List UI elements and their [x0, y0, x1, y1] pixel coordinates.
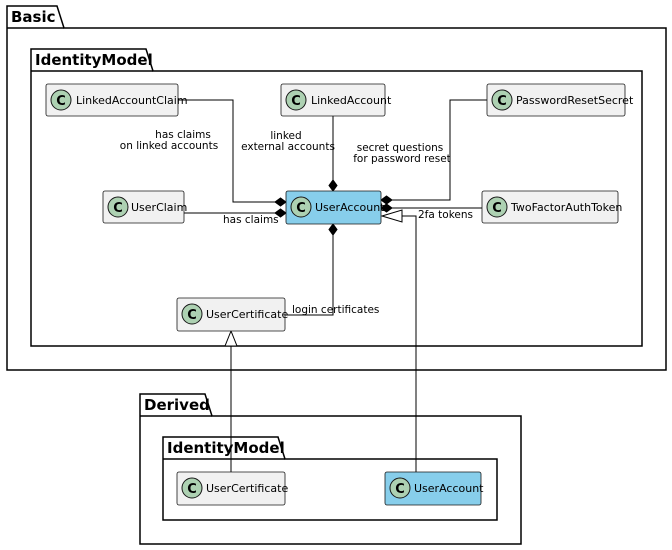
package-derived-identitymodel-title: IdentityModel [167, 439, 285, 457]
triangle-useraccount [380, 209, 403, 223]
label-secret-questions-line1: secret questions [357, 142, 444, 154]
class-twofactorauthtoken[interactable]: C TwoFactorAuthToken [481, 190, 622, 224]
class-name: PasswordResetSecret [516, 94, 634, 107]
label-has-claims-linked-line1: has claims [155, 129, 211, 141]
class-useraccount[interactable]: C UserAccount [285, 190, 385, 225]
class-marker-letter: C [291, 94, 301, 109]
class-marker-icon [181, 477, 203, 499]
class-name: UserCertificate [206, 308, 288, 321]
class-marker-icon [50, 89, 72, 111]
class-marker-letter: C [395, 482, 405, 497]
class-userclaim[interactable]: C UserClaim [102, 190, 187, 224]
class-marker-letter: C [113, 201, 123, 216]
label-login-certificates: login certificates [292, 304, 379, 316]
class-marker-letter: C [296, 201, 306, 216]
package-basic-identitymodel-title: IdentityModel [35, 51, 153, 69]
class-name: TwoFactorAuthToken [510, 201, 622, 214]
class-marker-letter: C [187, 308, 197, 323]
class-marker-icon [285, 89, 307, 111]
package-basic-title: Basic [11, 8, 56, 26]
class-name: UserAccount [315, 201, 385, 214]
class-marker-letter: C [187, 482, 197, 497]
class-name: UserClaim [131, 201, 187, 214]
class-name: UserAccount [414, 482, 484, 495]
label-linked-external-line2: external accounts [241, 141, 335, 153]
edge-linkedaccountclaim-useraccount [178, 99, 275, 203]
class-name: UserCertificate [206, 482, 288, 495]
triangle-usercertificate [224, 329, 238, 347]
label-secret-questions-line2: for password reset [353, 153, 451, 165]
edge-labels: has claims on linked accounts linked ext… [120, 129, 473, 316]
inheritance-triangles [224, 209, 403, 347]
label-has-claims: has claims [223, 214, 279, 226]
class-marker-icon [486, 196, 508, 218]
class-marker-icon [290, 196, 312, 218]
class-marker-letter: C [497, 94, 507, 109]
class-passwordresetsecret[interactable]: C PasswordResetSecret [486, 83, 634, 117]
class-derived-usercertificate[interactable]: C UserCertificate [176, 471, 288, 506]
diamond-passwordresetsecret [380, 195, 393, 205]
class-linkedaccount[interactable]: C LinkedAccount [280, 83, 392, 117]
diamond-linkedaccount [328, 179, 338, 192]
diamond-usercertificate [328, 223, 338, 236]
class-name: LinkedAccount [311, 94, 392, 107]
class-marker-icon [107, 196, 129, 218]
package-derived-title: Derived [144, 396, 210, 414]
label-linked-external-line1: linked [270, 130, 301, 142]
class-marker-icon [491, 89, 513, 111]
label-2fa-tokens: 2fa tokens [418, 209, 473, 221]
class-usercertificate[interactable]: C UserCertificate [176, 297, 288, 332]
connectors [178, 99, 487, 472]
class-derived-useraccount[interactable]: C UserAccount [384, 471, 484, 506]
class-marker-icon [389, 477, 411, 499]
edge-passwordresetsecret-useraccount [392, 99, 487, 201]
label-has-claims-linked-line2: on linked accounts [120, 140, 218, 152]
class-linkedaccountclaim[interactable]: C LinkedAccountClaim [45, 83, 188, 117]
diamond-userclaim [274, 208, 287, 218]
class-marker-letter: C [492, 201, 502, 216]
diamond-linkedaccountclaim [274, 197, 287, 207]
class-marker-letter: C [56, 94, 66, 109]
diamond-twofactorauthtoken [380, 203, 393, 213]
edge-derived-useraccount-inherit [402, 215, 417, 472]
composition-diamonds [274, 179, 393, 236]
class-name: LinkedAccountClaim [76, 94, 188, 107]
class-marker-icon [181, 303, 203, 325]
edge-useraccount-usercertificate [285, 235, 334, 316]
